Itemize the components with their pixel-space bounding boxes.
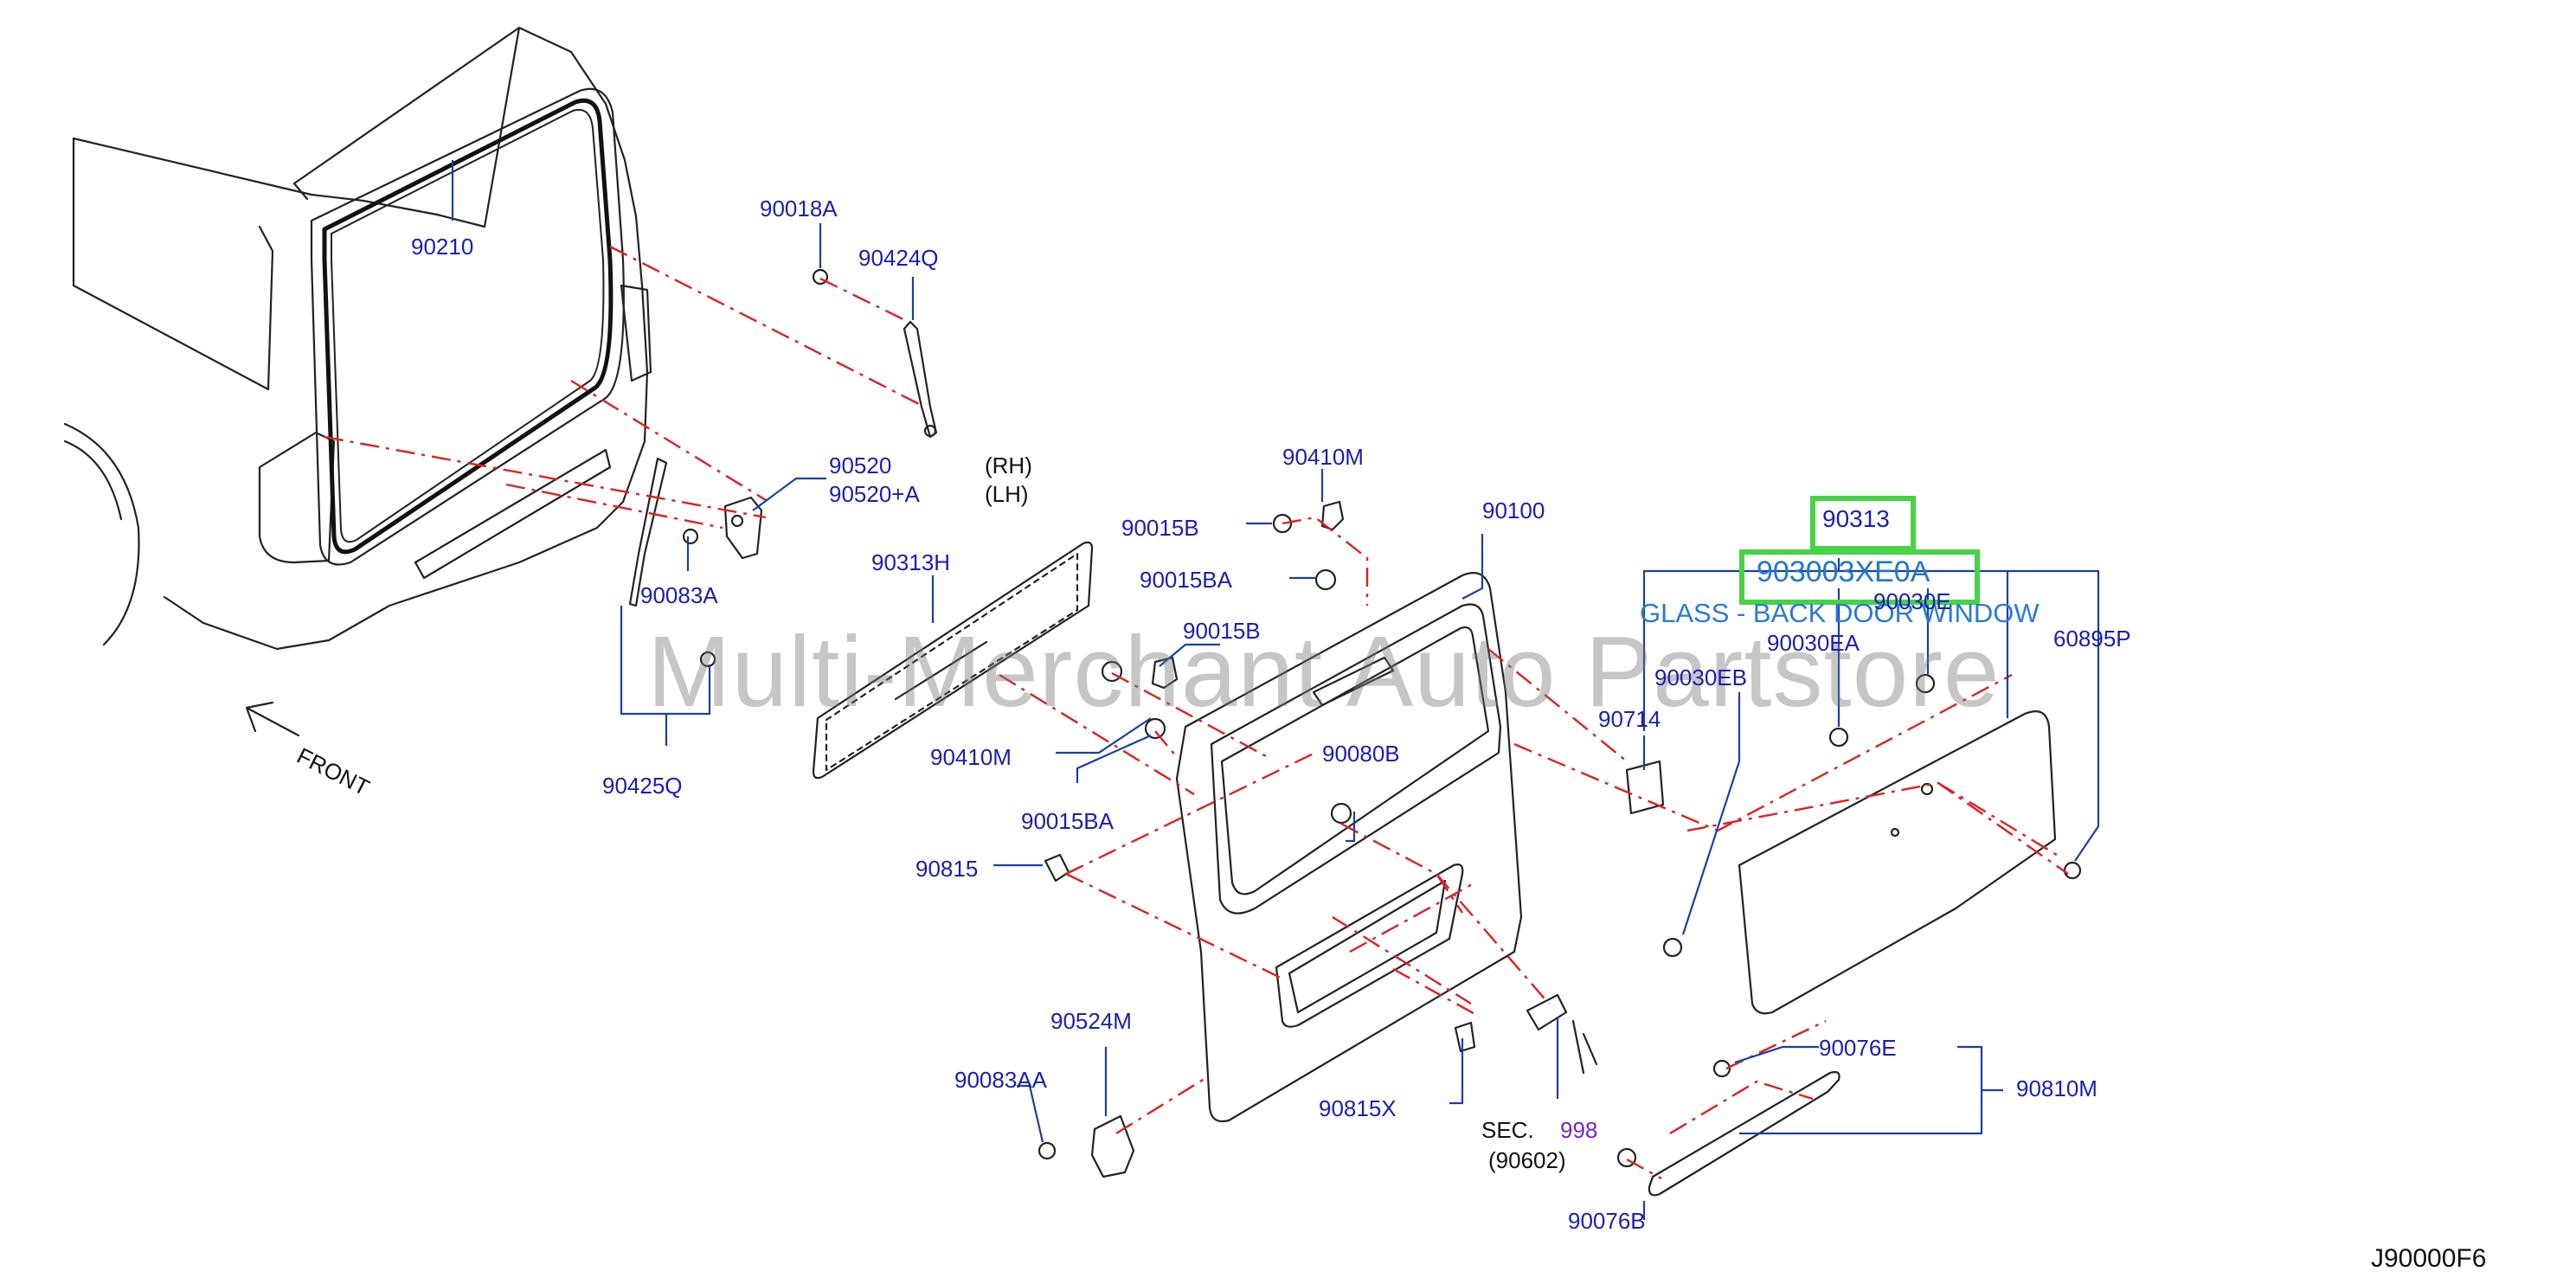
part-label-90524M[interactable]: 90524M bbox=[1050, 1008, 1132, 1034]
part-label-90714[interactable]: 90714 bbox=[1598, 706, 1661, 732]
highlight-box-part bbox=[1810, 496, 1916, 551]
back-window-glass bbox=[1738, 710, 2057, 1015]
bumper-90815 bbox=[1044, 853, 1070, 883]
part-label-90815[interactable]: 90815 bbox=[915, 856, 979, 882]
back-door-90100 bbox=[1175, 572, 1523, 1123]
part-label-90810M[interactable]: 90810M bbox=[2016, 1075, 2097, 1101]
part-label-90815X[interactable]: 90815X bbox=[1319, 1095, 1397, 1121]
clip-60895P bbox=[2063, 861, 2082, 880]
part-label-90015BA-mid[interactable]: 90015BA bbox=[1021, 808, 1114, 834]
van-bumper bbox=[258, 431, 336, 564]
part-label-90076E[interactable]: 90076E bbox=[1819, 1035, 1897, 1061]
van-tail-lamp bbox=[620, 284, 652, 382]
part-label-90100[interactable]: 90100 bbox=[1482, 498, 1545, 523]
part-label-90313[interactable]: 90313 bbox=[1822, 505, 1890, 532]
nut-90076B bbox=[1616, 1147, 1637, 1168]
grommet-90015BA-top bbox=[1314, 568, 1337, 591]
latch-90524M bbox=[1090, 1114, 1135, 1178]
high-mount-lamp bbox=[1312, 656, 1395, 707]
part-label-90425Q[interactable]: 90425Q bbox=[602, 773, 683, 799]
bolt-90083AA bbox=[1037, 1141, 1057, 1160]
stay-90424Q bbox=[903, 320, 938, 439]
part-label-90424Q[interactable]: 90424Q bbox=[858, 245, 939, 271]
part-label-90210[interactable]: 90210 bbox=[411, 234, 474, 260]
section-reference: (90602) bbox=[1488, 1147, 1566, 1173]
part-label-90520A[interactable]: 90520+A bbox=[829, 481, 920, 507]
part-label-90076B[interactable]: 90076B bbox=[1568, 1208, 1646, 1234]
hinge-90520 bbox=[723, 496, 763, 560]
back-door-window-opening bbox=[1210, 603, 1502, 915]
part-label-90080B[interactable]: 90080B bbox=[1322, 741, 1400, 767]
molding-90810M bbox=[1648, 1070, 1840, 1197]
part-label-90083A[interactable]: 90083A bbox=[640, 582, 718, 608]
clip-90030EB bbox=[1662, 937, 1683, 958]
lock-cylinder bbox=[1526, 993, 1568, 1031]
back-door-plate-recess bbox=[1275, 863, 1464, 1028]
bolt-90083A bbox=[682, 528, 699, 545]
van-door-opening-outer bbox=[310, 87, 625, 566]
cap-90815X bbox=[1454, 1021, 1476, 1053]
part-label-90410M-top[interactable]: 90410M bbox=[1282, 444, 1364, 470]
trim-board-90313H bbox=[812, 541, 1094, 780]
part-label-90015BA-top[interactable]: 90015BA bbox=[1140, 567, 1232, 593]
van-side-window bbox=[72, 137, 274, 391]
van-door-opening-inner2 bbox=[331, 109, 605, 543]
bolt-90425Q-lower bbox=[699, 651, 716, 668]
van-sill bbox=[414, 448, 612, 580]
grommet-90015B-top bbox=[1272, 513, 1293, 534]
grommet-90015BA-mid bbox=[1144, 717, 1166, 740]
callout-description: GLASS - BACK DOOR WINDOW bbox=[1640, 598, 2040, 628]
part-label-90018A[interactable]: 90018A bbox=[760, 196, 838, 221]
clip-90030EA bbox=[1828, 727, 1849, 748]
bolt-90018A bbox=[812, 268, 829, 286]
section-label: SEC. bbox=[1481, 1117, 1534, 1143]
stay-90425Q bbox=[628, 457, 668, 607]
grommet-90015B-mid bbox=[1101, 660, 1123, 683]
van-wheel-arch bbox=[63, 422, 140, 646]
side-label-rh: (RH) bbox=[985, 453, 1032, 478]
part-label-90015B-mid[interactable]: 90015B bbox=[1183, 618, 1261, 644]
part-label-90030EA[interactable]: 90030EA bbox=[1767, 630, 1860, 656]
part-label-90015B-top[interactable]: 90015B bbox=[1121, 515, 1199, 541]
seal-90714 bbox=[1625, 760, 1665, 815]
bumper-90080B bbox=[1330, 802, 1352, 825]
watermark: Multi-Merchant Auto Partstore bbox=[647, 615, 2001, 728]
part-label-90030E[interactable]: 90030E bbox=[1873, 588, 1951, 614]
van-door-opening-inner bbox=[322, 98, 613, 555]
part-label-90083AA[interactable]: 90083AA bbox=[954, 1067, 1047, 1093]
part-label-90520[interactable]: 90520 bbox=[829, 453, 892, 478]
clip-90030E bbox=[1915, 673, 1936, 694]
section-number-link[interactable]: 998 bbox=[1560, 1117, 1598, 1143]
front-arrow bbox=[245, 701, 300, 737]
van-wheel-arch-inner bbox=[63, 440, 123, 521]
nut-90076E bbox=[1712, 1059, 1731, 1078]
part-label-90313H[interactable]: 90313H bbox=[871, 549, 951, 575]
highlight-box-callout bbox=[1739, 549, 1980, 605]
part-label-90030EB[interactable]: 90030EB bbox=[1654, 664, 1747, 690]
part-label-60895P[interactable]: 60895P bbox=[2053, 626, 2131, 652]
sheet-code: J90000F6 bbox=[2371, 1244, 2487, 1273]
van-rear-pillar bbox=[292, 26, 521, 201]
side-label-lh: (LH) bbox=[985, 481, 1029, 507]
part-label-90410M-mid[interactable]: 90410M bbox=[930, 744, 1012, 770]
callout-part-number[interactable]: 903003XE0A bbox=[1757, 555, 1930, 588]
